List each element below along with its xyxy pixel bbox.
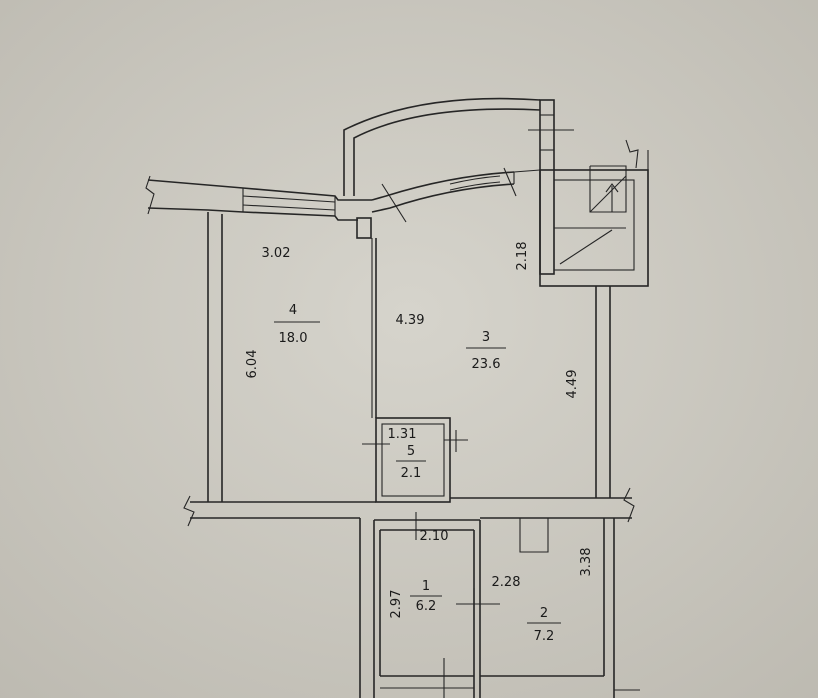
room-5-walls [362,417,468,503]
room-4-number: 4 [289,303,297,318]
room-1-area: 6.2 [416,599,437,614]
room-4-area: 18.0 [279,331,308,346]
dimension-label: 2.97 [389,590,404,619]
room-5-area: 2.1 [401,466,422,481]
dimension-label: 4.49 [565,370,580,399]
column [356,217,372,239]
dimension-label: 6.04 [245,350,260,379]
dimension-label: 4.39 [396,313,425,328]
dimension-label: 2.18 [515,242,530,271]
dimension-label: 2.10 [420,529,449,544]
room-label-1: 1 6.2 [410,579,442,614]
dimension-label: 3.38 [579,548,594,577]
room-label-5: 5 2.1 [396,444,426,481]
room-2-area: 7.2 [534,629,555,644]
room-3-number: 3 [482,330,490,345]
room-label-2: 2 7.2 [527,606,561,644]
wall-curved-window [371,167,541,223]
room-4-walls [207,212,377,503]
room-1-number: 1 [422,579,430,594]
dimension-label: 1.31 [388,427,417,442]
room-3-area: 23.6 [472,357,501,372]
room-3-walls [450,286,611,499]
room-label-4: 4 18.0 [274,303,320,346]
lower-rooms-walls [359,518,640,698]
dimension-label: 3.02 [262,246,291,261]
wall-top-left [145,175,372,221]
wall-middle [183,487,635,540]
shaft-block [539,139,649,287]
dimension-label: 2.28 [492,575,521,590]
room-5-number: 5 [407,444,415,459]
room-2-number: 2 [540,606,548,621]
room-label-3: 3 23.6 [466,330,506,372]
